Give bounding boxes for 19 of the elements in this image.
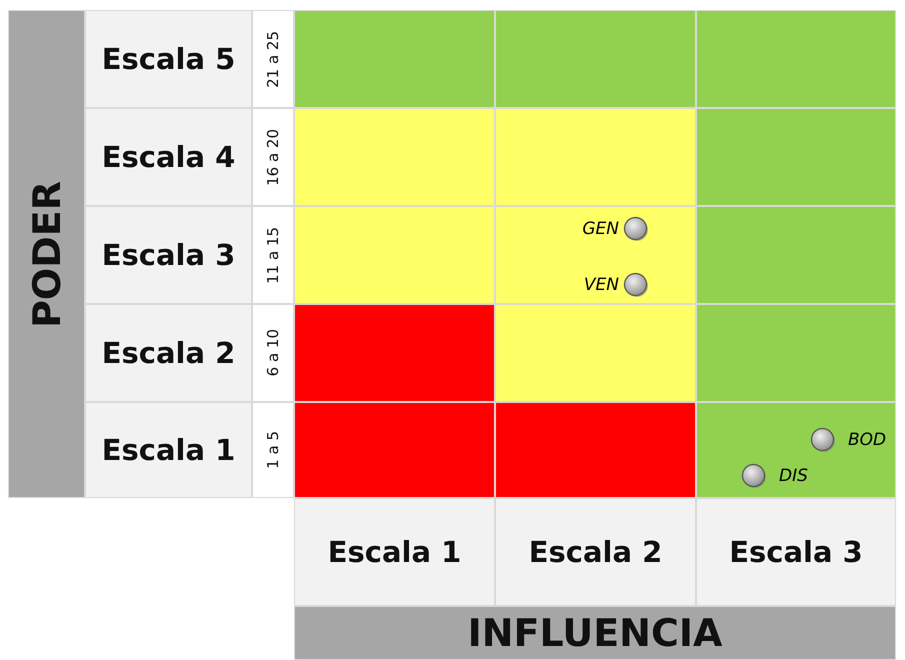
row-label: Escala 5 — [85, 10, 252, 108]
range-label: 21 a 25 — [264, 30, 282, 88]
row-label: Escala 3 — [85, 206, 252, 304]
column-label: Escala 2 — [495, 498, 696, 606]
axis-title: INFLUENCIA — [294, 606, 896, 660]
range-label: 16 a 20 — [264, 128, 282, 186]
row-label: Escala 4 — [85, 108, 252, 206]
row-label: Escala 2 — [85, 304, 252, 402]
axis-title: PODER — [24, 180, 68, 328]
column-label: Escala 3 — [696, 498, 896, 606]
row-label: Escala 1 — [85, 402, 252, 498]
range-label: 6 a 10 — [264, 329, 282, 377]
range-label: 11 a 15 — [264, 226, 282, 284]
point-label: BOD — [848, 430, 886, 450]
column-label: Escala 1 — [294, 498, 495, 606]
point-label: DIS — [779, 466, 808, 486]
point-label: GEN — [582, 219, 619, 239]
range-label: 1 a 5 — [264, 431, 282, 469]
point-label: VEN — [584, 275, 619, 295]
